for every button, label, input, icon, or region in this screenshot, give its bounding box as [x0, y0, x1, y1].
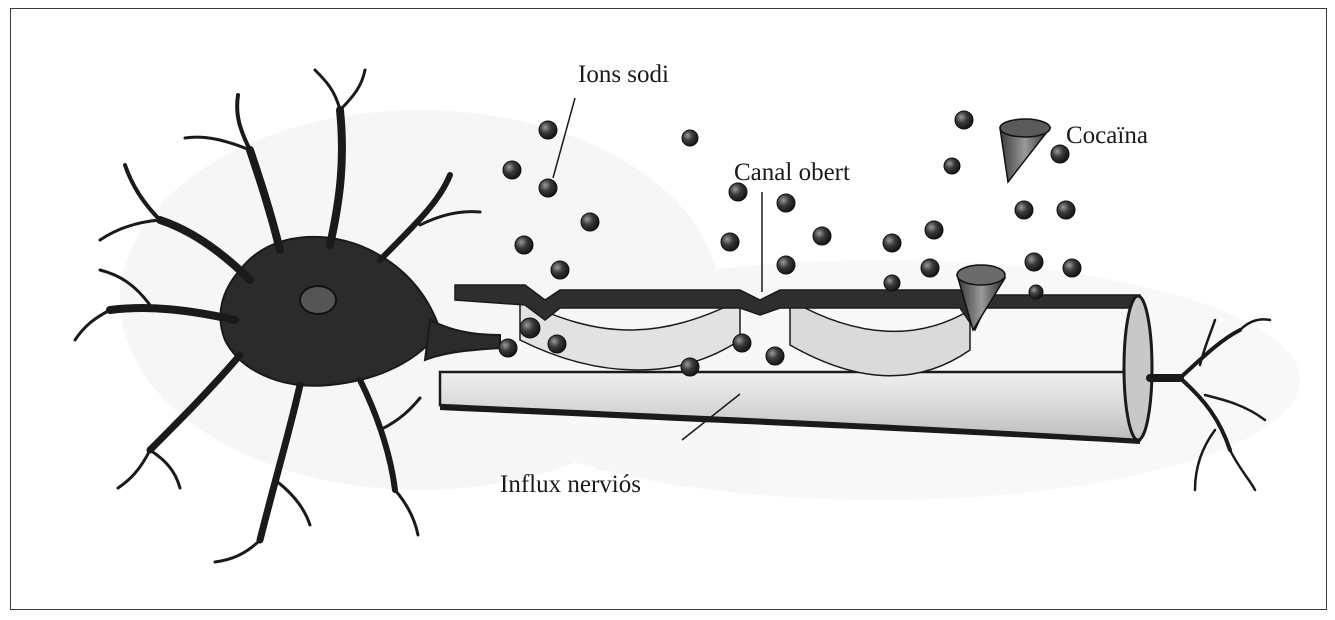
label-canal-obert: Canal obert: [734, 160, 850, 185]
label-cocaina: Cocaïna: [1066, 123, 1148, 148]
label-influx-nervios: Influx nerviós: [500, 472, 641, 497]
label-ions-sodi: Ions sodi: [578, 62, 669, 87]
nucleus: [300, 286, 336, 314]
